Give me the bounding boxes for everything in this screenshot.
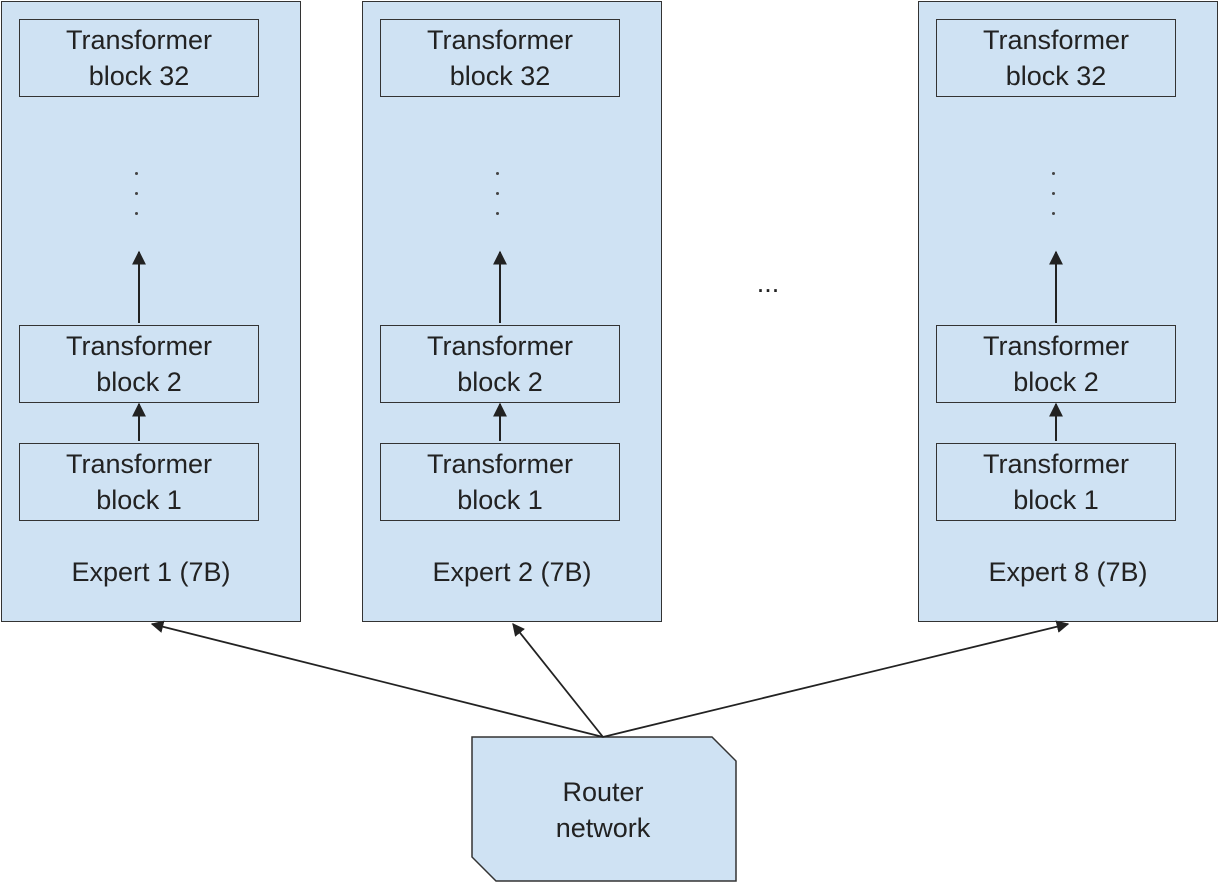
expert-label: Expert 1 (7B) [71, 557, 231, 587]
block-label-line1: Transformer [982, 449, 1130, 479]
expert-panel-1: Transformer block 32 Transformer block 2… [1, 1, 301, 622]
transformer-block-1: Transformer block 1 [380, 443, 620, 521]
router-network-label: Router network [472, 774, 734, 846]
expert-panel-2: Transformer block 32 Transformer block 2… [362, 1, 662, 622]
arrow-router-to-expert-1 [150, 620, 604, 738]
router-shape [471, 736, 737, 882]
block-label-line1: Transformer [65, 449, 213, 479]
block-label-line1: Transformer [65, 331, 213, 361]
arrow-router-to-expert-8 [602, 620, 1070, 738]
block-label-line1: Transformer [426, 449, 574, 479]
block-label-line2: block 1 [96, 485, 182, 515]
transformer-block-2: Transformer block 2 [380, 325, 620, 403]
block-label-line2: block 2 [457, 367, 543, 397]
block-label-line2: block 2 [1013, 367, 1099, 397]
transformer-block-2: Transformer block 2 [936, 325, 1176, 403]
block-label-line1: Transformer [65, 25, 213, 55]
block-label-line1: Transformer [982, 25, 1130, 55]
block-label-line1: Transformer [982, 331, 1130, 361]
transformer-block-1: Transformer block 1 [19, 443, 259, 521]
arrow-router-to-expert-2 [512, 623, 604, 738]
router-label-line1: Router [562, 777, 644, 807]
expert-panel-8: Transformer block 32 Transformer block 2… [918, 1, 1218, 622]
expert-label: Expert 2 (7B) [432, 557, 592, 587]
transformer-block-32: Transformer block 32 [380, 19, 620, 97]
transformer-block-32: Transformer block 32 [19, 19, 259, 97]
vertical-ellipsis [1048, 172, 1058, 215]
vertical-ellipsis [131, 172, 141, 215]
block-label-line2: block 32 [1005, 61, 1107, 91]
block-label-line2: block 32 [88, 61, 190, 91]
block-label-line1: Transformer [426, 331, 574, 361]
block-label-line2: block 32 [449, 61, 551, 91]
router-label-line2: network [555, 813, 651, 843]
block-label-line2: block 1 [1013, 485, 1099, 515]
vertical-ellipsis [492, 172, 502, 215]
transformer-block-2: Transformer block 2 [19, 325, 259, 403]
horizontal-ellipsis: ... [756, 268, 780, 298]
expert-label: Expert 8 (7B) [988, 557, 1148, 587]
block-label-line2: block 2 [96, 367, 182, 397]
block-label-line1: Transformer [426, 25, 574, 55]
transformer-block-1: Transformer block 1 [936, 443, 1176, 521]
block-label-line2: block 1 [457, 485, 543, 515]
transformer-block-32: Transformer block 32 [936, 19, 1176, 97]
